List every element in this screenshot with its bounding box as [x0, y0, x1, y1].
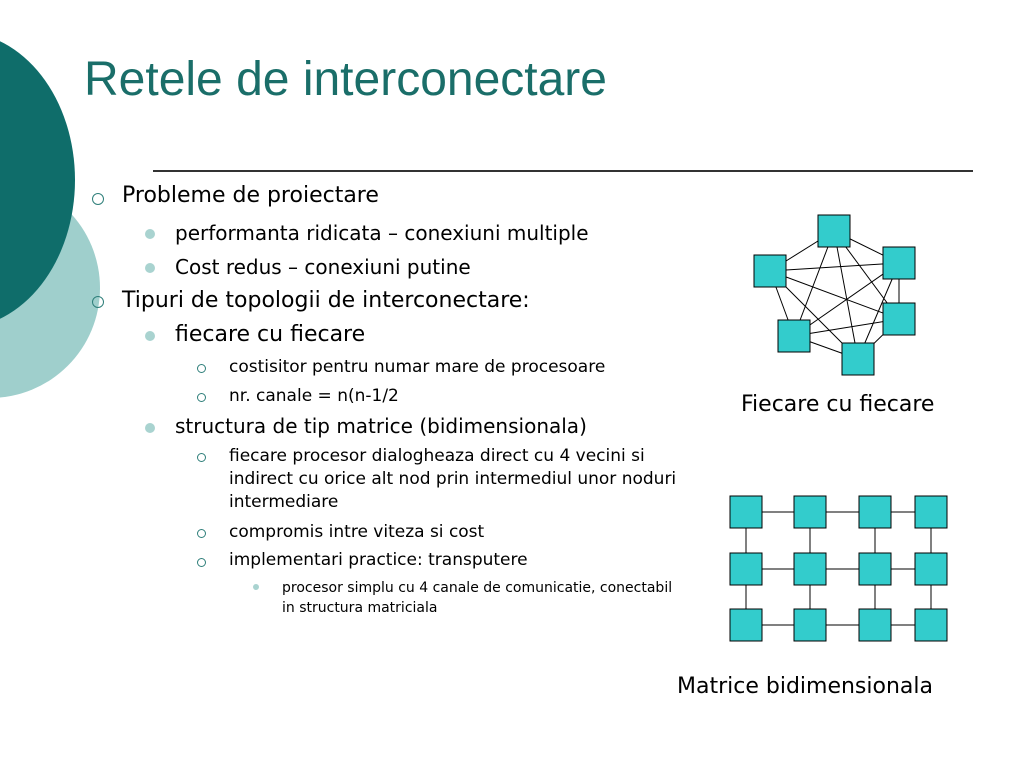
dot-bullet-icon: [253, 584, 259, 590]
bullet-nr-canale: nr. canale = n(n-1/2: [229, 386, 399, 406]
matrix-node: [793, 608, 827, 642]
mesh-node: [753, 254, 787, 288]
bullet-fiecare-procesor: fiecare procesor dialogheaza direct cu 4…: [229, 446, 677, 512]
bullet-performanta: performanta ridicata – conexiuni multipl…: [175, 221, 589, 245]
mesh-node: [882, 246, 916, 280]
mesh-node: [817, 214, 851, 248]
dot-bullet-icon: [145, 263, 155, 273]
ring-bullet-icon: [197, 558, 206, 567]
bullet-implementari: implementari practice: transputere: [229, 550, 528, 570]
mesh-node: [882, 302, 916, 336]
matrix-node: [793, 495, 827, 529]
bullet-fiecare: fiecare cu fiecare: [175, 322, 366, 347]
matrix-node: [858, 608, 892, 642]
matrix-node: [914, 495, 948, 529]
mesh-node: [841, 342, 875, 376]
ring-bullet-icon: [197, 393, 206, 402]
bullet-procesor-simplu: procesor simplu cu 4 canale de comunicat…: [282, 580, 673, 616]
dot-bullet-icon: [145, 423, 155, 433]
dark-teal-circle: [0, 41, 75, 319]
title-underline: [153, 170, 973, 172]
matrix-node: [858, 552, 892, 586]
matrix-node: [729, 552, 763, 586]
mesh-link: [769, 262, 900, 272]
slide-title: Retele de interconectare: [84, 53, 607, 106]
matrix-node: [914, 552, 948, 586]
mesh-node: [777, 319, 811, 353]
bullet-costisitor: costisitor pentru numar mare de procesoa…: [229, 357, 606, 377]
dot-bullet-icon: [145, 331, 155, 341]
full-mesh-diagram: [753, 214, 916, 376]
matrix-node: [793, 552, 827, 586]
mesh-link: [833, 230, 859, 360]
mesh-link: [793, 318, 900, 337]
bullet-compromis: compromis intre viteza si cost: [229, 522, 485, 542]
matrix-node: [914, 608, 948, 642]
bullet-structura-matrice: structura de tip matrice (bidimensionala…: [175, 414, 587, 438]
mesh-link: [769, 270, 900, 320]
mesh-link: [793, 230, 835, 337]
matrix-node: [858, 495, 892, 529]
bullet-cost-redus: Cost redus – conexiuni putine: [175, 255, 471, 279]
bullet-tipuri: Tipuri de topologii de interconectare:: [122, 288, 530, 313]
ring-bullet-icon: [197, 529, 206, 538]
dot-bullet-icon: [145, 229, 155, 239]
matrix-node: [729, 495, 763, 529]
ring-bullet-icon: [92, 193, 104, 205]
full-mesh-caption: Fiecare cu fiecare: [741, 392, 935, 417]
matrix-caption: Matrice bidimensionala: [677, 674, 933, 699]
ring-bullet-icon: [197, 364, 206, 373]
ring-bullet-icon: [92, 296, 104, 308]
matrix-node: [729, 608, 763, 642]
ring-bullet-icon: [197, 453, 206, 462]
matrix-diagram: [729, 495, 948, 642]
bullet-probleme: Probleme de proiectare: [122, 183, 379, 208]
